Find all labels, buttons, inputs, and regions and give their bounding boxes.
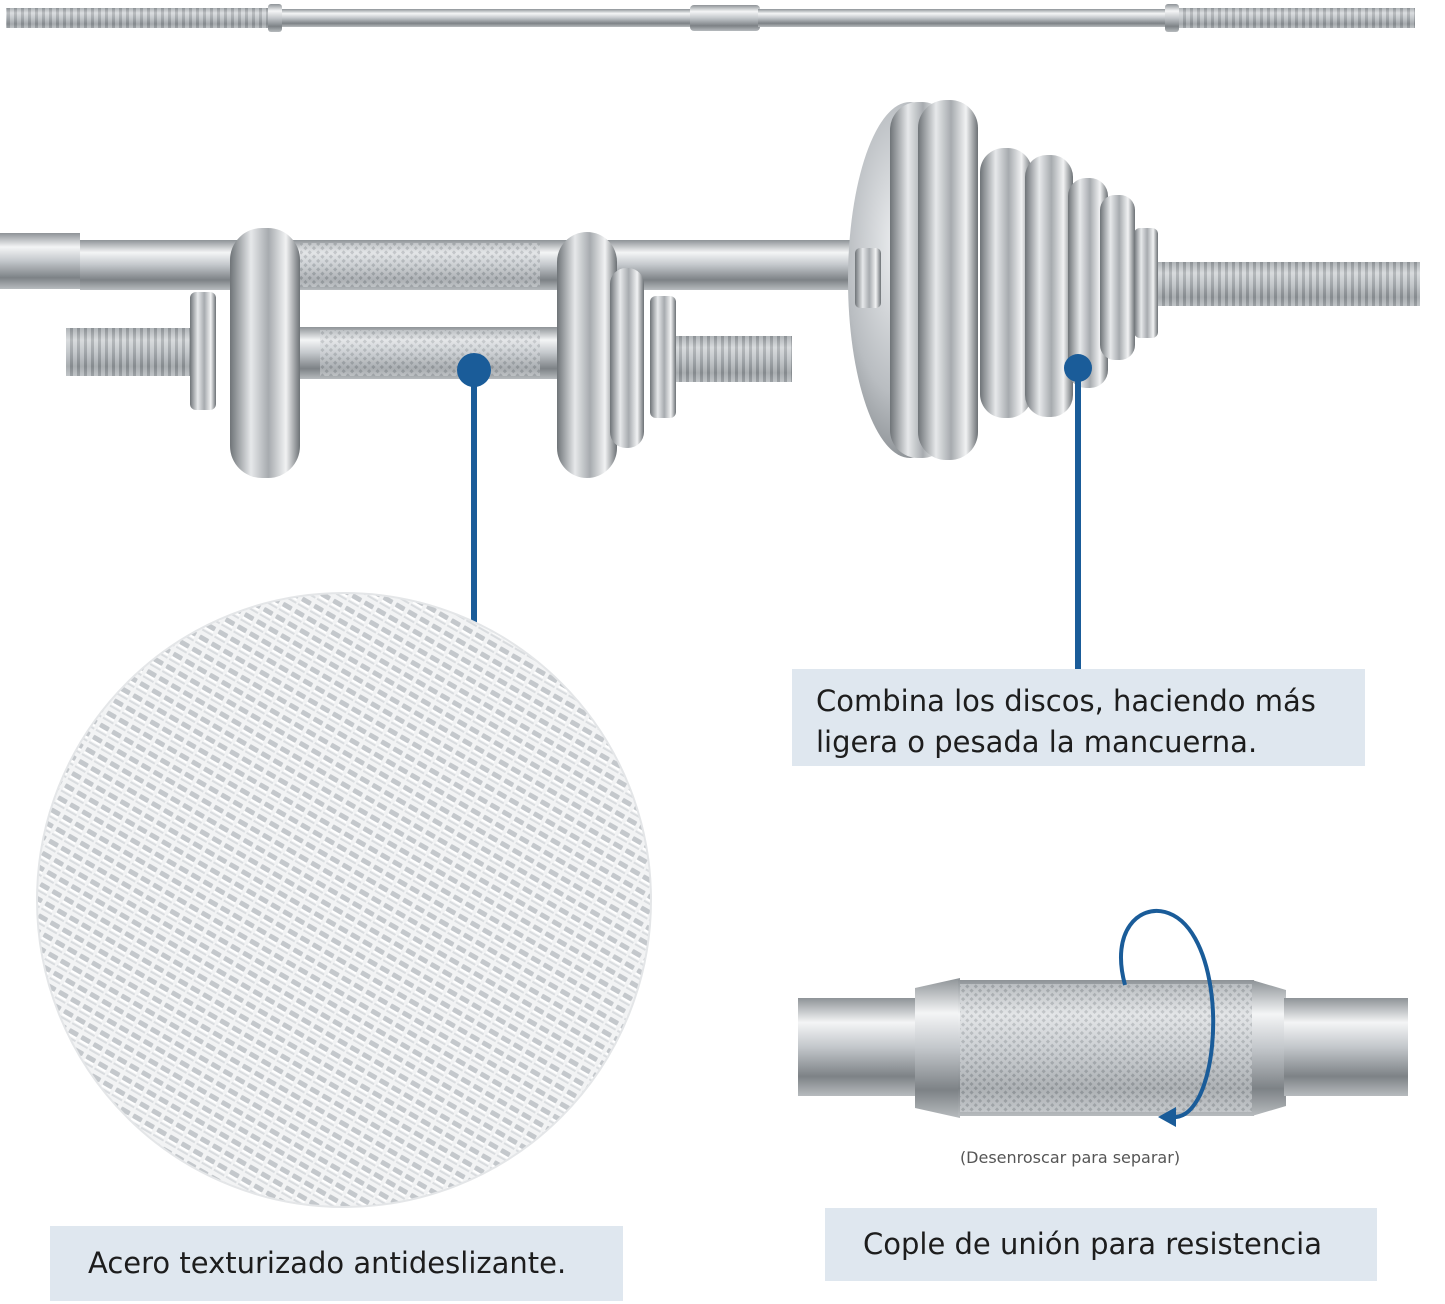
- bar-coupler: [798, 978, 1408, 1118]
- full-bar: [6, 4, 1415, 32]
- callout-plates: [1064, 354, 1092, 670]
- callout-grip: [457, 353, 491, 625]
- barbell-bar: [0, 233, 1420, 306]
- unscrew-hint: (Desenroscar para separar): [959, 1148, 1181, 1167]
- caption-discs: Combina los discos, haciendo más ligera …: [792, 669, 1365, 766]
- rotate-arrow-icon: [1119, 908, 1216, 1127]
- dumbbell: [66, 228, 792, 478]
- caption-coupler: Cople de unión para resistencia: [825, 1208, 1377, 1281]
- caption-textured-steel: Acero texturizado antideslizante.: [50, 1226, 623, 1301]
- knurl-texture-zoom: [36, 592, 652, 1208]
- weight-plate-stack: [848, 100, 1158, 460]
